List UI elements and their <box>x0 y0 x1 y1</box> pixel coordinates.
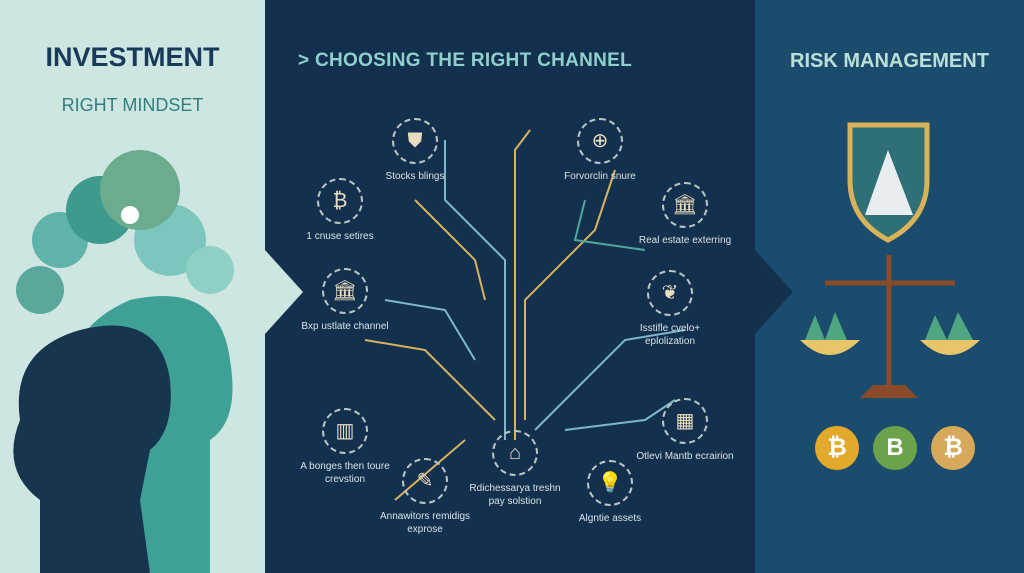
channel-node: ▦ Otlevi Mantb ecrairion <box>630 398 740 463</box>
channel-node: 🏛 Real estate exterring <box>630 182 740 247</box>
channel-node: 💡 Algntie assets <box>555 460 665 525</box>
channel-node: ⊕ Forvorclin snure <box>545 118 655 183</box>
shield-icon: ⛊ <box>392 118 438 164</box>
head-silhouette-illustration <box>13 150 234 573</box>
node-label: A bonges then toure crevstion <box>300 461 390 485</box>
channel-node: ✎ Annawitors remidigs exprose <box>370 458 480 536</box>
node-label: Stocks blings <box>385 171 445 182</box>
bitcoin-icon: ₿ <box>317 178 363 224</box>
compass-icon: ⊕ <box>577 118 623 164</box>
channel-node: ▥ A bonges then toure crevstion <box>290 408 400 486</box>
bank-icon: 🏛 <box>662 182 708 228</box>
channel-node: ⛊ Stocks blings <box>360 118 470 183</box>
node-label: Forvorclin snure <box>564 171 636 182</box>
node-label: Bxp ustlate channel <box>301 321 389 332</box>
arrow-right-icon <box>755 250 793 334</box>
channel-node: ₿ 1 cnuse setires <box>285 178 395 243</box>
channel-node: ⌂ Rdichessarya treshn pay solstion <box>460 430 570 508</box>
mindset-subtitle: RIGHT MINDSET <box>61 95 204 115</box>
channel-node: ❦ Isstifle cvelo+ eplolization <box>615 270 725 348</box>
node-label: Real estate exterring <box>638 235 732 246</box>
bitcoin-coin-icon: ₿ <box>931 426 975 470</box>
channel-node: 🏛 Bxp ustlate channel <box>290 268 400 333</box>
shield-scale-illustration <box>800 122 980 398</box>
risk-panel: RISK MANAGEMENT ₿ B ₿ <box>755 0 1024 573</box>
arrow-right-icon <box>265 250 303 334</box>
leaf-icon: ❦ <box>647 270 693 316</box>
rocket-icon: ✎ <box>402 458 448 504</box>
mindset-panel: INVESTMENT RIGHT MINDSET <box>0 0 265 573</box>
node-label: Isstifle cvelo+ eplolization <box>639 323 701 347</box>
node-label: 1 cnuse setires <box>306 231 374 242</box>
risk-title: RISK MANAGEMENT <box>790 50 989 72</box>
bitcoin-coin-icon: ₿ <box>815 426 859 470</box>
bank-icon: 🏛 <box>322 268 368 314</box>
node-label: Rdichessarya treshn pay solstion <box>469 483 561 507</box>
node-label: Annawitors remidigs exprose <box>379 511 471 535</box>
coin-icon: B <box>873 426 917 470</box>
building-icon: ▥ <box>322 408 368 454</box>
building-icon: ▦ <box>662 398 708 444</box>
node-label: Algntie assets <box>578 513 642 524</box>
channels-title: > CHOOSING THE RIGHT CHANNEL <box>298 50 633 71</box>
investment-title: INVESTMENT <box>45 42 220 72</box>
house-icon: ⌂ <box>492 430 538 476</box>
lightbulb-icon: 💡 <box>587 460 633 506</box>
node-label: Otlevi Mantb ecrairion <box>636 451 734 462</box>
